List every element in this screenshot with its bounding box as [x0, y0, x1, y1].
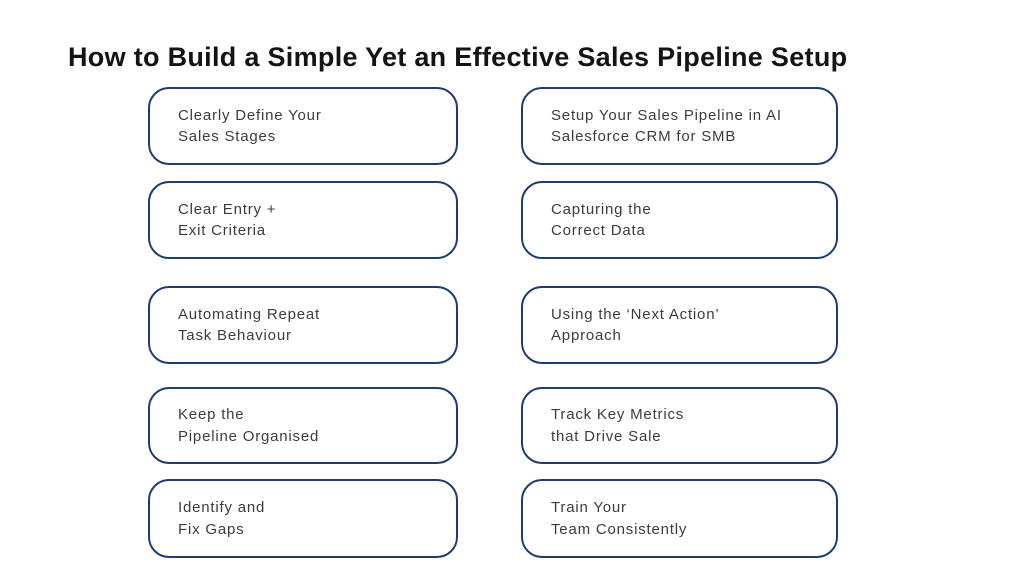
step-text-line: that Drive Sale [551, 427, 662, 445]
step-box-keep-pipeline-organised: Keep the Pipeline Organised [148, 387, 458, 464]
step-text-line: Pipeline Organised [178, 427, 320, 445]
step-text-line: Setup Your Sales Pipeline in AI [551, 106, 782, 124]
step-box-entry-exit-criteria: Clear Entry + Exit Criteria [148, 181, 458, 259]
step-text-line: Identify and [178, 499, 266, 516]
step-box-automating-repeat-tasks: Automating Repeat Task Behaviour [148, 286, 458, 364]
step-text-line: Track Key Metrics [551, 406, 685, 423]
step-text-line: Correct Data [551, 222, 646, 239]
step-text-line: Exit Criteria [178, 222, 266, 239]
step-box-define-sales-stages: Clearly Define Your Sales Stages [148, 87, 458, 165]
step-text-line: Clear Entry + [178, 200, 277, 218]
step-box-identify-fix-gaps: Identify and Fix Gaps [148, 479, 458, 558]
step-text-line: Task Behaviour [178, 327, 292, 344]
step-box-track-key-metrics: Track Key Metrics that Drive Sale [521, 387, 838, 464]
step-text-line: Sales Stages [178, 128, 276, 145]
step-text-line: Fix Gaps [178, 520, 245, 538]
page-title: How to Build a Simple Yet an Effective S… [68, 42, 848, 73]
step-box-setup-salesforce-crm: Setup Your Sales Pipeline in AI Salesfor… [521, 87, 838, 165]
step-text-line: Automating Repeat [178, 305, 321, 323]
step-box-capturing-correct-data: Capturing the Correct Data [521, 181, 838, 259]
step-box-next-action-approach: Using the ‘Next Action’ Approach [521, 286, 838, 364]
step-text-line: Keep the [178, 406, 245, 423]
step-text-line: Capturing the [551, 200, 652, 218]
step-text-line: Using the ‘Next Action’ [551, 305, 720, 323]
step-box-train-team-consistently: Train Your Team Consistently [521, 479, 838, 558]
step-text-line: Team Consistently [551, 520, 688, 538]
step-text-line: Approach [551, 327, 622, 344]
step-text-line: Salesforce CRM for SMB [551, 128, 737, 145]
step-text-line: Train Your [551, 499, 627, 516]
step-text-line: Clearly Define Your [178, 106, 322, 124]
